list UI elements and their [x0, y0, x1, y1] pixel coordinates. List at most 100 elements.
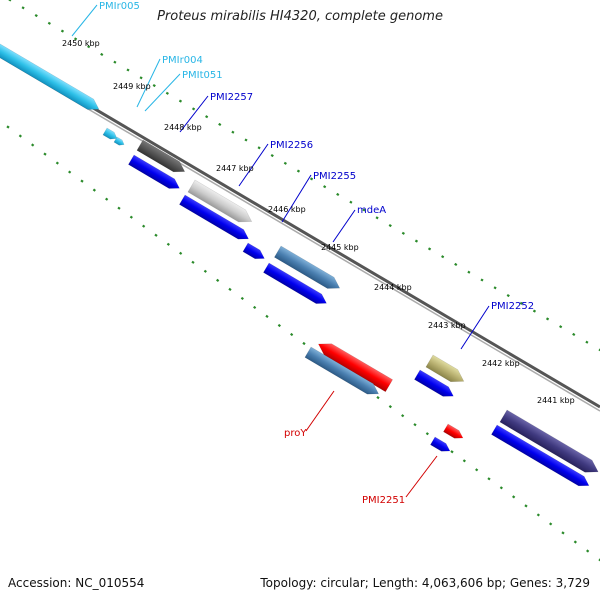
leader-line: [305, 390, 335, 432]
feature-label-pmi2257: PMI2257: [210, 92, 253, 103]
scale-tick-outer: [178, 99, 183, 103]
scale-tick-outer: [323, 185, 327, 189]
scale-tick-inner: [92, 188, 96, 192]
scale-tick-outer: [257, 146, 261, 150]
tick-row-inner: [6, 125, 600, 562]
feature-label-pmir005: PMIr005: [99, 1, 140, 12]
feature-label-pmi2256: PMI2256: [270, 140, 313, 151]
scale-tick-outer: [21, 6, 25, 10]
scale-tick-inner: [586, 549, 590, 553]
tick-row-outer: [8, 0, 600, 352]
scale-tick-outer: [585, 340, 589, 344]
scale-tick-inner: [240, 296, 244, 300]
gene-arrow-steel: [274, 245, 341, 289]
gene-arrow-light: [187, 179, 253, 223]
scale-tick-inner: [549, 522, 553, 526]
scale-tick-outer: [60, 29, 65, 33]
scale-tick-inner: [216, 278, 220, 282]
scale-tick-inner: [142, 224, 146, 228]
leader-line: [144, 73, 181, 112]
scale-tick-outer: [296, 169, 301, 173]
scale-tick-inner: [228, 287, 232, 292]
cds-arrow-pmi2252: [414, 369, 454, 397]
feature-label-mdea: mdeA: [357, 205, 386, 216]
scale-tick-inner: [598, 558, 600, 562]
scale-tick-outer: [244, 138, 248, 142]
map-title: Proteus mirabilis HI4320, complete genom…: [157, 9, 443, 24]
scale-tick-outer: [191, 107, 196, 111]
scale-tick-outer: [598, 348, 600, 352]
scale-tick-outer: [545, 317, 550, 321]
scale-tick-outer: [454, 262, 458, 267]
scale-tick-inner: [105, 197, 109, 201]
leader-line: [460, 305, 490, 350]
label-leaders: [71, 4, 490, 498]
scale-label: 2446 kbp: [268, 205, 306, 214]
scale-tick-inner: [388, 405, 392, 409]
scale-label: 2447 kbp: [216, 164, 254, 173]
scale-tick-outer: [493, 286, 497, 290]
scale-tick-outer: [480, 278, 484, 282]
feature-label-proy: proY: [284, 428, 307, 439]
leader-line: [238, 143, 269, 187]
cds-arrow-pmi2255: [242, 242, 265, 259]
scale-tick-inner: [561, 531, 565, 535]
scale-tick-outer: [506, 293, 510, 298]
scale-tick-inner: [129, 215, 133, 219]
scale-tick-outer: [559, 325, 563, 329]
leader-line: [281, 174, 312, 223]
gene-arrow-dark: [136, 139, 186, 173]
leader-line: [179, 95, 209, 133]
genome-backbone: [0, 51, 600, 412]
feature-label-pmi2251: PMI2251: [362, 495, 405, 506]
backbone-line-light: [0, 56, 600, 412]
scale-tick-outer: [414, 239, 419, 243]
scale-tick-inner: [18, 134, 22, 138]
accession-text: Accession: NC_010554: [8, 576, 145, 590]
scale-tick-outer: [100, 52, 104, 57]
scale-tick-outer: [427, 247, 432, 251]
scale-tick-inner: [166, 242, 170, 246]
scale-tick-inner: [401, 414, 405, 418]
scale-tick-outer: [218, 122, 222, 127]
scale-tick-inner: [425, 432, 429, 436]
summary-text: Topology: circular; Length: 4,063,606 bp…: [260, 576, 590, 590]
scale-tick-outer: [8, 0, 12, 2]
trna-arrow-pmit051: [113, 136, 125, 146]
gene-arrow-proy-steel: [304, 346, 379, 395]
scale-tick-inner: [376, 395, 380, 400]
scale-tick-outer: [519, 301, 523, 305]
trna-arrow-pmi2251: [443, 423, 464, 439]
scale-tick-inner: [43, 152, 47, 156]
scale-tick-inner: [68, 170, 72, 174]
cds-arrow-pmi2256: [179, 194, 249, 240]
scale-tick-outer: [270, 153, 274, 158]
scale-tick-outer: [375, 216, 379, 220]
backbone-line-dark: [0, 51, 600, 409]
scale-tick-inner: [462, 459, 466, 463]
scale-tick-inner: [6, 125, 10, 129]
scale-tick-outer: [231, 130, 235, 134]
scale-tick-outer: [205, 115, 209, 119]
rrna-arrow-pmir004: [102, 127, 118, 140]
scale-tick-inner: [253, 305, 257, 309]
scale-tick-inner: [191, 260, 195, 264]
scale-tick-inner: [302, 341, 306, 346]
scale-tick-inner: [80, 179, 84, 183]
scale-tick-outer: [441, 255, 445, 259]
scale-label: 2445 kbp: [321, 243, 359, 252]
scale-tick-inner: [265, 314, 269, 319]
scale-tick-inner: [573, 540, 577, 544]
feature-arrows: [0, 37, 599, 487]
scale-tick-outer: [349, 200, 353, 204]
scale-tick-inner: [31, 143, 35, 147]
gene-arrow-indigo: [499, 409, 599, 473]
scale-tick-outer: [126, 68, 130, 72]
leader-line: [71, 4, 98, 37]
scale-tick-inner: [487, 477, 491, 481]
scale-label: 2450 kbp: [62, 39, 100, 48]
cds-arrow-mdea: [263, 262, 327, 304]
cds-arrow-pmi2251: [430, 436, 451, 452]
scale-tick-outer: [309, 177, 314, 181]
